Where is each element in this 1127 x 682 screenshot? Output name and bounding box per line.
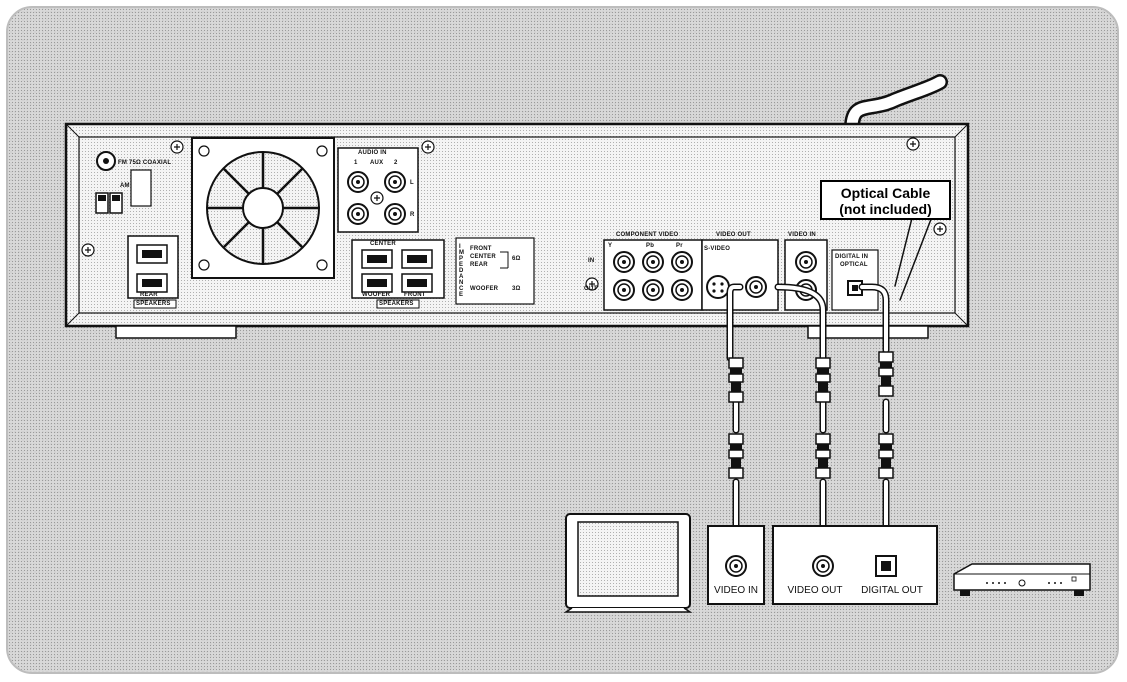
- video-cable-plug-top: [728, 357, 744, 403]
- am-antenna-label: AM: [120, 183, 130, 189]
- aux-label: AUX: [370, 160, 384, 166]
- fm-antenna-label: FM 75Ω COAXIAL: [118, 160, 172, 166]
- optical-cable-callout: Optical Cable (not included): [820, 180, 951, 220]
- impedance-label-box: [455, 237, 535, 305]
- video-cable-plug-top-2: [815, 357, 831, 403]
- comp-pr-label: Pr: [676, 243, 683, 249]
- audio-in-label: AUDIO IN: [358, 150, 387, 156]
- comp-y-label: Y: [608, 243, 613, 249]
- cooling-fan: [191, 137, 335, 279]
- video-out-jacks: [701, 239, 779, 311]
- component-video-label: COMPONENT VIDEO: [616, 232, 679, 238]
- rear-label: REAR: [140, 292, 158, 298]
- aux-2-label: 2: [394, 160, 398, 166]
- tv-jack-panel: [707, 525, 765, 605]
- rear-speaker-terminals: [127, 235, 179, 309]
- imp-6-label: 6Ω: [512, 256, 521, 262]
- imp-3-label: 3Ω: [512, 286, 521, 292]
- tv-icon: [563, 513, 693, 613]
- player-jack-panel: [772, 525, 938, 605]
- center-label: CENTER: [370, 241, 396, 247]
- digital-in-label: DIGITAL IN: [835, 254, 869, 260]
- audio-r-label: R: [410, 212, 415, 218]
- audio-l-label: L: [410, 180, 414, 186]
- optical-label: OPTICAL: [840, 262, 868, 268]
- front-label: FRONT: [404, 292, 426, 298]
- video-cable-plug-bottom-2: [815, 433, 831, 479]
- video-cable-plug-bottom: [728, 433, 744, 479]
- woofer-label: WOOFER: [362, 292, 391, 298]
- optical-cable-plug-bottom: [878, 433, 894, 479]
- audio-in-jacks: [337, 147, 419, 233]
- callout-line-2: (not included): [839, 201, 932, 217]
- optical-cable-plug-top: [878, 351, 894, 397]
- s-video-label: S-VIDEO: [704, 246, 731, 252]
- imp-woofer-label: WOOFER: [470, 286, 499, 292]
- speakers-left-label: SPEAKERS: [136, 301, 171, 307]
- video-out-panel-label: VIDEO OUT: [716, 232, 751, 238]
- player-digital-out-label: DIGITAL OUT: [861, 585, 923, 596]
- player-video-out-label: VIDEO OUT: [787, 585, 843, 596]
- power-cord: [844, 74, 948, 200]
- diagram-panel: [6, 6, 1119, 674]
- imp-front-label: FRONT: [470, 246, 492, 252]
- tv-video-in-label: VIDEO IN: [714, 585, 758, 596]
- speakers-mid-label: SPEAKERS: [379, 301, 414, 307]
- front-speaker-terminals: [351, 239, 445, 309]
- imp-rear-label: REAR: [470, 262, 488, 268]
- optical-digital-in: [831, 249, 879, 311]
- comp-pb-label: Pb: [646, 243, 655, 249]
- component-video-jacks: [603, 239, 703, 311]
- imp-center-label: CENTER: [470, 254, 496, 260]
- aux-1-label: 1: [354, 160, 358, 166]
- comp-out-label: OUT: [584, 286, 598, 292]
- player-device-icon: [953, 563, 1091, 596]
- video-in-panel-label: VIDEO IN: [788, 232, 816, 238]
- impedance-label: IMPEDANCE: [459, 244, 465, 298]
- callout-line-1: Optical Cable: [840, 185, 931, 201]
- comp-in-label: IN: [588, 258, 595, 264]
- antenna-terminals: [95, 151, 152, 214]
